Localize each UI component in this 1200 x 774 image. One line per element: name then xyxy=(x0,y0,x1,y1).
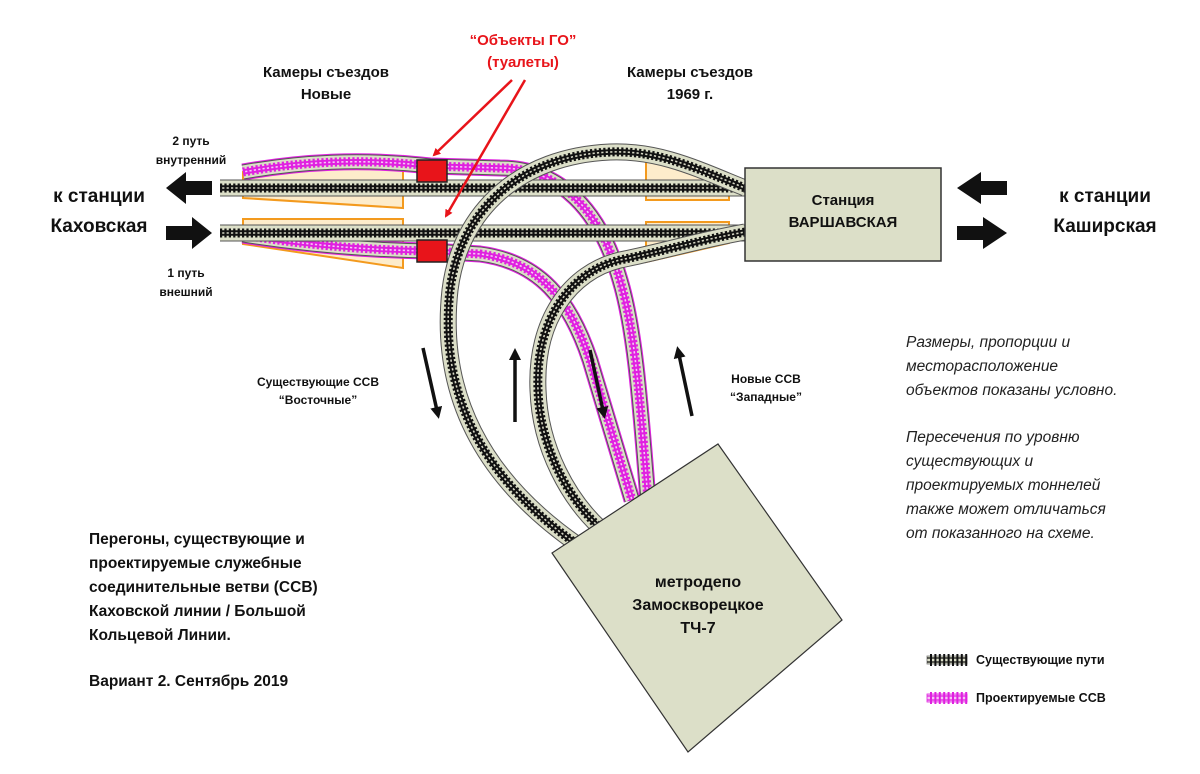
diagram-variant: Вариант 2. Сентябрь 2019 xyxy=(89,673,289,690)
legend-proposed-track-icon xyxy=(926,692,968,704)
note-disclaimer-crossings: Пересечения по уровню существующих и про… xyxy=(906,426,1186,546)
proposed-ssv-west-track1 xyxy=(241,226,641,503)
label-line: Каширская xyxy=(1053,216,1157,237)
label-line: ВАРШАВСКАЯ xyxy=(788,214,898,231)
label-line: Камеры съездов xyxy=(262,64,390,81)
go-object-track1 xyxy=(416,239,448,263)
legend-label: Существующие пути xyxy=(976,653,1105,667)
label-line: “Объекты ГО” xyxy=(469,32,577,49)
label-go-objects: “Объекты ГО” (туалеты) xyxy=(423,30,623,74)
arrow-up-ssv-west xyxy=(673,346,694,417)
desc-line: соединительные ветви (ССВ) xyxy=(89,579,318,596)
existing-ssv-east-loop-inner xyxy=(529,223,747,535)
arrow-down-ssv-east xyxy=(421,347,443,419)
label-line: “Восточные” xyxy=(278,393,358,407)
note-line: объектов показаны условно. xyxy=(906,382,1118,399)
desc-line: Кольцевой Линии. xyxy=(89,627,231,644)
arrow-right-kashirskaya xyxy=(957,217,1007,249)
legend-proposed: Проектируемые ССВ xyxy=(926,691,1106,705)
label-track2: 2 путь внутренний xyxy=(136,132,246,170)
label-ssv-new: Новые ССВ “Западные” xyxy=(676,370,856,406)
note-line: Размеры, пропорции и xyxy=(906,334,1071,351)
label-line: Новые ССВ xyxy=(731,372,801,386)
go-object-track2 xyxy=(416,159,448,183)
depot-box xyxy=(551,443,843,753)
label-line: внешний xyxy=(159,285,213,299)
label-line: 1969 г. xyxy=(666,86,714,103)
label-station: Станция ВАРШАВСКАЯ xyxy=(745,190,941,234)
label-line: Новые xyxy=(300,86,352,103)
label-line: Камеры съездов xyxy=(626,64,754,81)
label-cameras-new: Камеры съездов Новые xyxy=(226,62,426,106)
legend-label: Проектируемые ССВ xyxy=(976,691,1106,705)
go-pointer-arrow-1 xyxy=(432,79,513,157)
diagram-description: Перегоны, существующие и проектируемые с… xyxy=(89,528,389,648)
label-depot: метродепо Замоскворецкое ТЧ-7 xyxy=(598,571,798,640)
label-line: метродепо xyxy=(654,574,742,591)
note-line: существующих и xyxy=(906,453,1034,470)
note-line: также может отличаться xyxy=(906,501,1106,518)
label-line: к станции xyxy=(53,186,145,207)
label-line: 2 путь xyxy=(172,134,210,148)
note-line: от показанного на схеме. xyxy=(906,525,1095,542)
arrow-down-ssv-west xyxy=(588,349,609,419)
label-cameras-1969: Камеры съездов 1969 г. xyxy=(590,62,790,106)
desc-line: проектируемые служебные xyxy=(89,555,302,572)
legend-existing-track-icon xyxy=(926,654,968,666)
arrow-left-kakhovskaya xyxy=(166,172,212,204)
arrow-left-kashirskaya xyxy=(957,172,1007,204)
label-to-kashirskaya: к станции Каширская xyxy=(1020,182,1190,242)
existing-ssv-east-loop-outer xyxy=(439,143,749,552)
label-line: Каховская xyxy=(50,216,148,237)
desc-line: Каховской линии / Большой xyxy=(89,603,306,620)
arrow-right-kakhovskaya xyxy=(166,217,212,249)
go-pointer-arrow-2 xyxy=(444,79,527,218)
label-line: Замоскворецкое xyxy=(632,597,764,614)
label-track1: 1 путь внешний xyxy=(131,264,241,302)
proposed-ssv-west-track2 xyxy=(241,153,657,501)
note-disclaimer-scale: Размеры, пропорции и месторасположение о… xyxy=(906,331,1186,403)
label-line: (туалеты) xyxy=(487,54,559,71)
label-line: 1 путь xyxy=(167,266,205,280)
label-line: Станция xyxy=(811,192,875,209)
label-line: “Западные” xyxy=(730,390,802,404)
label-ssv-existing: Существующие ССВ “Восточные” xyxy=(228,373,408,409)
note-line: Пересечения по уровню xyxy=(906,429,1080,446)
note-line: месторасположение xyxy=(906,358,1059,375)
desc-line: Перегоны, существующие и xyxy=(89,531,305,548)
label-line: внутренний xyxy=(155,153,227,167)
station-varshavskaya-box xyxy=(744,167,942,262)
label-to-kakhovskaya: к станции Каховская xyxy=(14,182,184,242)
label-line: ТЧ-7 xyxy=(680,620,716,637)
legend-existing: Существующие пути xyxy=(926,653,1105,667)
label-line: к станции xyxy=(1059,186,1151,207)
note-line: проектируемых тоннелей xyxy=(906,477,1101,494)
label-line: Существующие ССВ xyxy=(256,375,380,389)
